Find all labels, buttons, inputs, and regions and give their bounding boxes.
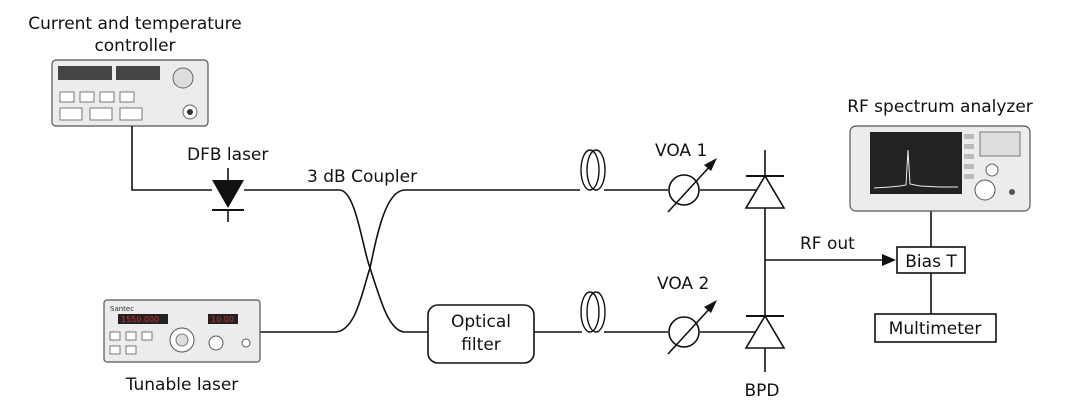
tunable-laser-device: Santec 1550.000 10.00 xyxy=(103,299,261,363)
tunable-readout-wavelength: 1550.000 xyxy=(121,315,159,324)
voa1-attenuator-icon xyxy=(667,158,717,213)
fiber-coil-upper-icon xyxy=(580,149,606,191)
rf-analyzer-label: RF spectrum analyzer xyxy=(847,97,1033,117)
controller-label-line2: controller xyxy=(94,36,175,56)
voa2-attenuator-icon xyxy=(667,300,717,355)
bias-t-label: Bias T xyxy=(905,252,957,272)
bpd-lower-diode-icon xyxy=(744,314,786,372)
tunable-readout-power: 10.00 xyxy=(211,315,234,324)
tunable-laser-label: Tunable laser xyxy=(125,375,239,395)
controller-label-line1: Current and temperature xyxy=(28,14,242,34)
voa2-label: VOA 2 xyxy=(657,274,709,294)
optical-filter-label-line1: Optical xyxy=(451,312,511,332)
controller-cable xyxy=(131,126,212,191)
optical-filter-label-line2: filter xyxy=(461,335,501,355)
coupler-label: 3 dB Coupler xyxy=(307,167,417,187)
voa1-label: VOA 1 xyxy=(655,141,707,161)
multimeter-box xyxy=(874,313,997,343)
multimeter-label: Multimeter xyxy=(889,319,982,339)
controller-device xyxy=(51,59,209,127)
coupler-upper-out xyxy=(369,189,580,269)
fiber-coil-lower-icon xyxy=(580,291,606,333)
tunable-brand: Santec xyxy=(110,305,134,313)
optical-filter-box xyxy=(427,304,535,364)
coupler-lower-out xyxy=(369,267,428,333)
rf-out-label: RF out xyxy=(800,234,855,254)
bpd-upper-diode-icon xyxy=(744,150,786,209)
dfb-fiber xyxy=(244,189,371,269)
bpd-label: BPD xyxy=(744,381,779,401)
rf-spectrum-analyzer-device xyxy=(849,125,1031,212)
dfb-laser-label: DFB laser xyxy=(187,145,268,165)
coupler-lower-in xyxy=(258,267,371,333)
rf-out-arrow-icon xyxy=(882,254,896,266)
dfb-laser-diode-icon xyxy=(212,168,244,222)
